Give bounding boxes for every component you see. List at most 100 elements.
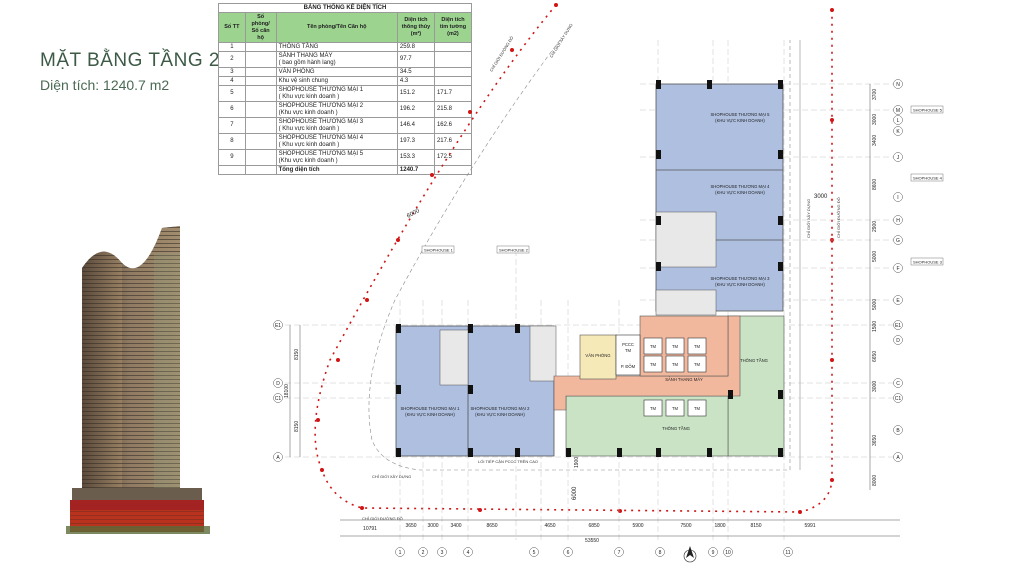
table-header-name: Tên phòng/Tên Căn hộ (275, 12, 398, 43)
label-build-bottom: CHỈ GIỚI XÂY DỰNG (372, 474, 411, 479)
label-boundary-bottom: CHỈ GIỚI ĐƯỜNG ĐỎ (362, 516, 403, 521)
elevator-label: TM (672, 362, 679, 367)
label-boundary-right: CHỈ GIỚI ĐƯỜNG ĐỎ (836, 197, 841, 238)
room-label-void-bottom: THÔNG TẦNG (662, 426, 690, 431)
room-sub-sh2: (KHU VỰC KINH DOANH) (475, 412, 525, 417)
dim-right: 6650 (872, 351, 878, 362)
label-fire-access: LỐI TIẾP CẬN PCCC TRÊN CAO (478, 459, 538, 464)
dim-bottom: 6850 (588, 523, 599, 529)
dim-left-total: 18100 (284, 384, 290, 398)
table-header-no: Số TT (218, 12, 246, 43)
table-total-label: Tổng diện tích (275, 165, 398, 175)
tag-shophouse-2: SHOPHOUSE 2 (499, 248, 529, 253)
dim-right: 8600 (872, 179, 878, 190)
room-sub-sh1: (KHU VỰC KINH DOANH) (405, 412, 455, 417)
dim-right: 3700 (872, 89, 878, 100)
dim-total: 53550 (585, 538, 599, 544)
dim-right: 3000 (872, 381, 878, 392)
table-cell-no: 1 (218, 42, 246, 52)
tag-shophouse-5: SHOPHOUSE 5 (913, 108, 943, 113)
grid-row-right: J (897, 155, 900, 161)
dim-left: 8150 (294, 349, 300, 360)
grid-row-left: D (276, 381, 280, 387)
room-label-office: VĂN PHÒNG (585, 353, 610, 358)
grid-col-6: 6 (567, 550, 570, 556)
dim-1900: 1900 (574, 457, 580, 468)
dim-bottom: 4650 (544, 523, 555, 529)
table-header-net: Diện tích thông thủy (m²) (396, 12, 435, 43)
table-cell-no: 9 (218, 149, 246, 166)
room-subtitle: ( bao gồm hành lang) (278, 59, 336, 66)
elevator-label: TM (694, 344, 701, 349)
grid-row-right: B (896, 428, 900, 434)
dim-6000-vertical: 6000 (572, 486, 578, 500)
grid-row-right: E1 (895, 323, 901, 329)
dim-right: 2900 (872, 221, 878, 232)
room-subtitle: ( Khu vực kinh doanh ) (278, 141, 340, 148)
grid-row-right: D (896, 338, 900, 344)
table-row: 5 SHOPHOUSE THƯƠNG MẠI 1( Khu vực kinh do… (218, 85, 473, 102)
grid-col-5: 5 (533, 550, 536, 556)
table-header-gross: Diện tích tim tường (m2) (433, 12, 473, 43)
dim-right: 8000 (872, 475, 878, 486)
dim-right: 1500 (872, 321, 878, 332)
table-cell-no: 6 (218, 101, 246, 118)
room-subtitle: ( Khu vực kinh doanh ) (278, 93, 340, 100)
grid-row-right: C1 (895, 396, 902, 402)
label-boundary-top: CHỈ GIỚI ĐƯỜNG ĐỎ (489, 35, 515, 72)
room-name: Khu vệ sinh chung (278, 77, 328, 84)
tower-rendering (62, 208, 212, 538)
grid-col-10: 10 (725, 550, 731, 556)
elevator-label: TM (672, 344, 679, 349)
grid-row-right: G (896, 238, 900, 244)
dim-bottom: 3400 (450, 523, 461, 529)
room-subtitle: (Khu vực kinh doanh ) (278, 157, 338, 164)
elevator-label: TM (650, 344, 657, 349)
grid-row-left: C1 (275, 396, 282, 402)
room-subtitle: (Khu vực kinh doanh ) (278, 109, 338, 116)
dim-bottom: 5900 (632, 523, 643, 529)
room-name: SHOPHOUSE THƯƠNG MẠI 1 (278, 86, 364, 93)
dim-right: 5000 (872, 251, 878, 262)
room-label-lobby: SẢNH THANG MÁY (665, 377, 703, 382)
elevator-label: TM (672, 406, 679, 411)
dim-bottom: 7500 (680, 523, 691, 529)
dim-bottom: 3000 (427, 523, 438, 529)
table-cell-no: 5 (218, 85, 246, 102)
floor-area-label: Diện tích: 1240.7 m2 (40, 77, 170, 93)
room-sub-sh5: (KHU VỰC KINH DOANH) (715, 118, 765, 123)
grid-row-right: H (896, 218, 900, 224)
grid-row-right: M (896, 108, 900, 114)
grid-row-right: L (897, 118, 900, 124)
dim-right: 3000 (872, 114, 878, 125)
grid-col-8: 8 (659, 550, 662, 556)
elevator-label: TM (650, 406, 657, 411)
tag-shophouse-4: SHOPHOUSE 4 (913, 176, 943, 181)
room-subtitle: ( Khu vực kinh doanh ) (278, 125, 340, 132)
table-cell-no: 8 (218, 133, 246, 150)
table-cell-no: 7 (218, 117, 246, 134)
elevator-label: TM (650, 362, 657, 367)
room-name: SẢNH THANG MÁY (278, 52, 333, 59)
room-label-sh5: SHOPHOUSE THƯƠNG MẠI 5 (711, 112, 771, 117)
grid-row-right: C (896, 381, 900, 387)
grid-col-4: 4 (467, 550, 470, 556)
room-label-wc: P. ĐỖM (621, 364, 636, 369)
room-sub-sh3: (KHU VỰC KINH DOANH) (715, 282, 765, 287)
room-label-sh3: SHOPHOUSE THƯƠNG MẠI 3 (711, 276, 771, 281)
grid-row-right: E (896, 298, 900, 304)
floor-plan: SHOPHOUSE THƯƠNG MẠI 1 (KHU VỰC KINH DOA… (262, 0, 1024, 576)
tag-shophouse-1: SHOPHOUSE 1 (424, 248, 454, 253)
dim-3000-right: 3000 (814, 194, 828, 200)
room-sub-sh4: (KHU VỰC KINH DOANH) (715, 190, 765, 195)
grid-row-left: E1 (275, 323, 281, 329)
grid-col-1: 1 (399, 550, 402, 556)
grid-row-right: F (896, 266, 899, 272)
grid-row-right: A (896, 455, 900, 461)
grid-row-right: K (896, 129, 900, 135)
dim-left: 8150 (294, 421, 300, 432)
tag-shophouse-3: SHOPHOUSE 3 (913, 260, 943, 265)
